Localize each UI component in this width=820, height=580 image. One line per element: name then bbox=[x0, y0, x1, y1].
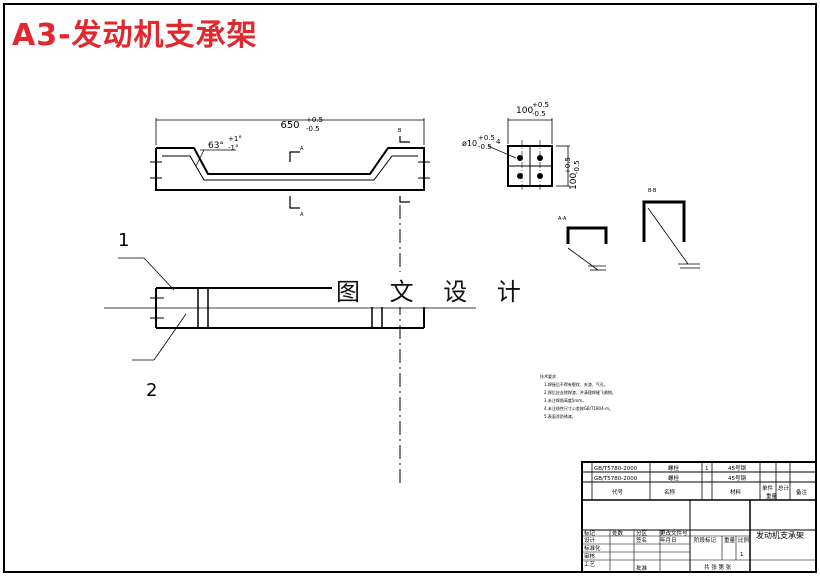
drawing-border bbox=[3, 3, 817, 573]
tb-ref-2: GB/T5780-2000 bbox=[594, 476, 638, 482]
tb-date: 年月日 bbox=[660, 536, 677, 544]
width-dim-value: 100 bbox=[516, 106, 533, 116]
angle-dim-tol-upper: +1° bbox=[228, 135, 242, 143]
tb-header-weight: 重量 bbox=[766, 492, 778, 500]
section-mark-a-top: A bbox=[300, 146, 304, 152]
tb-scale: 比例 bbox=[738, 536, 750, 544]
tb-sheets: 共 张 第 张 bbox=[704, 563, 732, 571]
tb-bolt-2: 螺栓 bbox=[668, 474, 680, 482]
height-dim-value: 100 bbox=[569, 173, 579, 190]
tb-scale-value: 1 bbox=[740, 552, 744, 558]
section-mark-a-bottom: A bbox=[300, 212, 304, 218]
tb-tag: 标记 bbox=[584, 529, 596, 537]
balloon-2: 2 bbox=[146, 380, 157, 401]
notes-line-4: 4.未注线性尺寸公差按GB/T1804-m。 bbox=[544, 405, 613, 411]
length-dim-tol-upper: +0.5 bbox=[306, 116, 323, 124]
section-label-b-b: B-B bbox=[648, 188, 657, 194]
tb-sign: 签名 bbox=[636, 536, 647, 544]
tb-zone: 分区 bbox=[636, 529, 648, 537]
hole-pattern bbox=[517, 155, 543, 179]
width-dim-tol-upper: +0.5 bbox=[532, 101, 549, 109]
angle-dim-tol-lower: -1° bbox=[228, 144, 238, 152]
height-dim: 100 +0.5 -0.5 bbox=[564, 157, 581, 190]
notes-line-5: 5.表面涂防锈漆。 bbox=[544, 413, 576, 419]
tb-design: 设计 bbox=[584, 536, 596, 544]
hole-count: 4 bbox=[496, 138, 501, 146]
tb-material-1: 45号钢 bbox=[728, 464, 746, 472]
title-block-text: GB/T5780-2000 GB/T5780-2000 螺栓 螺栓 1 45号钢… bbox=[584, 464, 808, 572]
hole-dim-value: ø10 bbox=[462, 139, 477, 148]
tb-drawing-name: 发动机支承架 bbox=[756, 530, 804, 540]
section-a-a bbox=[566, 226, 608, 271]
tb-header-code: 代号 bbox=[612, 488, 624, 496]
hole-dim-tol-upper: +0.5 bbox=[478, 134, 495, 142]
tb-change-no: 更改文件号 bbox=[660, 529, 688, 537]
tb-header-material: 材料 bbox=[730, 488, 742, 496]
tb-standardize: 标准化 bbox=[584, 544, 601, 552]
top-view bbox=[104, 257, 476, 361]
height-dim-tol-lower: -0.5 bbox=[573, 160, 581, 174]
section-mark-b-top: B bbox=[398, 128, 402, 134]
tb-process: 工艺 bbox=[584, 561, 596, 568]
tb-header-single: 单件 bbox=[762, 484, 774, 492]
title-block bbox=[581, 461, 817, 573]
notes-heading: 技术要求 bbox=[540, 373, 556, 379]
notes-line-2: 2.焊后应去除焊渣，并清理焊缝飞溅物。 bbox=[544, 389, 616, 395]
tb-header-total: 总计 bbox=[778, 484, 790, 492]
length-dim-tol-lower: -0.5 bbox=[306, 125, 320, 133]
length-dim-value: 650 bbox=[280, 120, 299, 131]
height-dim-tol-upper: +0.5 bbox=[564, 157, 572, 174]
watermark-text: 图 文 设 计 bbox=[334, 272, 534, 307]
tb-approve: 批准 bbox=[636, 564, 648, 572]
tb-weight: 重量 bbox=[724, 536, 736, 544]
tb-header-note: 备注 bbox=[796, 488, 808, 496]
tb-count: 处数 bbox=[612, 529, 624, 537]
technical-notes: 技术要求 1.焊接后不得有裂纹、夹渣、气孔。 2.焊后应去除焊渣，并清理焊缝飞溅… bbox=[540, 373, 616, 419]
drawing-title: A3-发动机支承架 bbox=[12, 18, 258, 53]
tb-stage: 阶段标记 bbox=[694, 536, 717, 544]
section-b-b bbox=[642, 200, 700, 269]
hole-dim-tol-lower: -0.5 bbox=[478, 143, 492, 151]
tb-material-2: 45号钢 bbox=[728, 474, 746, 482]
tb-ref-1: GB/T5780-2000 bbox=[594, 466, 638, 472]
tb-check: 审核 bbox=[584, 552, 596, 560]
notes-line-1: 1.焊接后不得有裂纹、夹渣、气孔。 bbox=[544, 381, 608, 387]
balloon-1: 1 bbox=[118, 230, 129, 251]
notes-line-3: 3.未注焊角高度5mm。 bbox=[544, 397, 586, 403]
tb-qty: 1 bbox=[705, 466, 709, 472]
section-label-a-a: A-A bbox=[558, 216, 567, 222]
width-dim-tol-lower: -0.5 bbox=[532, 110, 546, 118]
end-view bbox=[487, 118, 570, 192]
tb-header-name: 名称 bbox=[664, 488, 676, 496]
tb-bolt-1: 螺栓 bbox=[668, 464, 680, 472]
angle-dim-value: 63° bbox=[208, 141, 224, 151]
front-view bbox=[150, 118, 430, 484]
